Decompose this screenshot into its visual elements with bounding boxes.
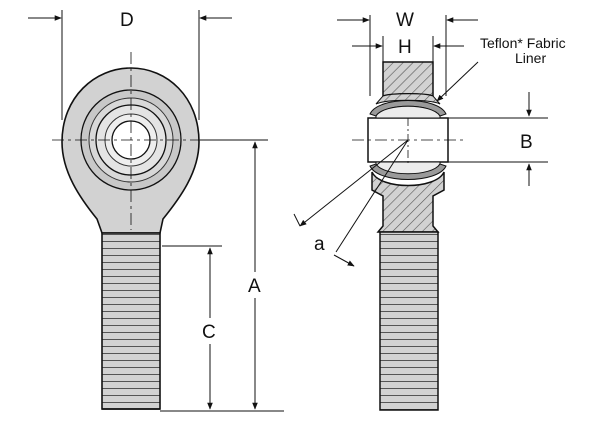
liner-leader-line: [436, 61, 479, 102]
liner-label-line1: Teflon* Fabric: [480, 35, 566, 51]
front-view: D A C: [28, 10, 284, 412]
side-housing-top: [382, 61, 434, 98]
label-B: B: [520, 132, 533, 153]
label-a: a: [314, 234, 325, 255]
label-C: C: [202, 322, 216, 343]
angle-a-line-2: [335, 139, 409, 253]
label-D: D: [120, 10, 134, 31]
side-view: W H Teflon* Fabric Liner B a: [293, 10, 566, 411]
label-W: W: [396, 10, 414, 31]
label-A: A: [248, 276, 261, 297]
side-housing-lower: [371, 171, 445, 233]
angle-a-line-1: [299, 139, 409, 227]
label-H: H: [398, 37, 412, 58]
front-threaded-shank: [101, 232, 161, 410]
angle-a-tick: [293, 213, 301, 227]
liner-label-line2: Liner: [515, 50, 546, 66]
side-threaded-shank: [379, 231, 439, 411]
angle-a-arrow: [333, 254, 355, 267]
